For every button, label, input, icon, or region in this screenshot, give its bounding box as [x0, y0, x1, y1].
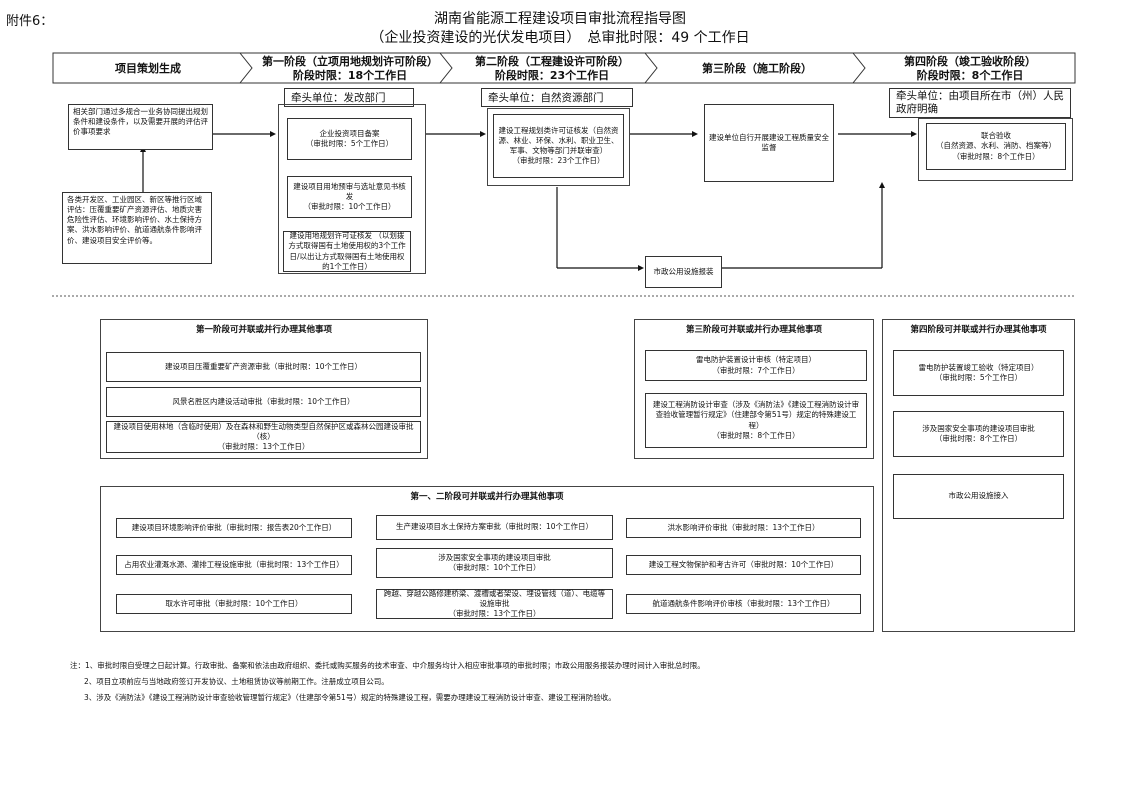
- footnote-1: 注：1、审批时限自受理之日起计算。行政审批、备案和依法由政府组织、委托或购买服务…: [70, 661, 705, 670]
- panel12-item: 洪水影响评价审批（审批时限：13个工作日）: [626, 518, 861, 538]
- stage-label-4: 第四阶段（竣工验收阶段）阶段时限：8个工作日: [904, 55, 1036, 83]
- panel12-item: 取水许可审批（审批时限：10个工作日）: [116, 594, 352, 614]
- panel4-item: 涉及国家安全事项的建设项目审批（审批时限：8个工作日）: [893, 411, 1064, 457]
- lead-unit-stage2: 牵头单位：自然资源部门: [481, 88, 633, 107]
- panel1-item: 建设项目使用林地（含临时使用）及在森林和野生动物类型自然保护区或森林公园建设审批…: [106, 421, 421, 453]
- panel1-item: 风景名胜区内建设活动审批（审批时限：10个工作日）: [106, 387, 421, 417]
- panel4-item: 市政公用设施接入: [893, 474, 1064, 519]
- panel12-item: 占用农业灌溉水源、灌排工程设施审批（审批时限：13个工作日）: [116, 555, 352, 575]
- panel12-item: 建设项目环境影响评价审批（审批时限：报告表20个工作日）: [116, 518, 352, 538]
- regional-assessment-box: 各类开发区、工业园区、新区等推行区域评估：压覆重要矿产资源评估、地质灾害危险性评…: [62, 192, 212, 264]
- panel-stage4-title: 第四阶段可并联或并行办理其他事项: [910, 325, 1047, 335]
- attachment-label: 附件6：: [6, 14, 54, 29]
- panel-stage1-title: 第一阶段可并联或并行办理其他事项: [195, 325, 332, 335]
- stage3-quality-supervision: 建设单位自行开展建设工程质量安全监督: [704, 104, 834, 182]
- panel1-item: 建设项目压覆重要矿产资源审批（审批时限：10个工作日）: [106, 352, 421, 382]
- stage4-container: [918, 118, 1073, 181]
- panel12-item: 航道通航条件影响评价审核（审批时限：13个工作日）: [626, 594, 861, 614]
- stage-label-planning: 项目策划生成: [115, 62, 181, 75]
- panel-stage12-parallel: 第一、二阶段可并联或并行办理其他事项: [100, 486, 874, 632]
- lead-unit-stage4: 牵头单位：由项目所在市（州）人民政府明确: [889, 88, 1071, 119]
- stage1-land-planning-permit: 建设用地规划许可证核发 （以划拨方式取得国有土地使用权的3个工作日/以出让方式取…: [283, 231, 411, 272]
- stage2-container: [487, 108, 630, 186]
- panel4-item: 雷电防护装置竣工验收（特定项目）（审批时限：5个工作日）: [893, 350, 1064, 396]
- stage4-joint-acceptance: 联合验收（自然资源、水利、消防、档案等）（审批时限：8个工作日）: [926, 123, 1066, 170]
- stage-label-3: 第三阶段（施工阶段）: [702, 62, 812, 75]
- page-title: 湖南省能源工程建设项目审批流程指导图: [434, 11, 686, 27]
- stage-label-2: 第二阶段（工程建设许可阶段）阶段时限：23个工作日: [475, 55, 629, 83]
- stage1-land-pre-review: 建设项目用地预审与选址意见书核发（审批时限：10个工作日）: [287, 176, 412, 218]
- footnote-3: 3、涉及《消防法》《建设工程消防设计审查验收管理暂行规定》（住建部令第51号）规…: [84, 693, 616, 702]
- municipal-facility-report: 市政公用设施报装: [645, 256, 722, 288]
- panel-stage4-parallel: 第四阶段可并联或并行办理其他事项: [882, 319, 1075, 632]
- panel3-item: 建设工程消防设计审查（涉及《消防法》《建设工程消防设计审查验收管理暂行规定》（住…: [645, 393, 867, 448]
- panel-stage3-parallel: 第三阶段可并联或并行办理其他事项: [634, 319, 874, 459]
- stage1-project-filing: 企业投资项目备案（审批时限：5个工作日）: [287, 118, 412, 160]
- panel3-item: 雷电防护装置设计审核（特定项目）（审批时限：7个工作日）: [645, 350, 867, 381]
- stage-label-1: 第一阶段（立项用地规划许可阶段）阶段时限：18个工作日: [262, 55, 438, 83]
- stage-arrows: [52, 52, 1076, 297]
- page-subtitle: （企业投资建设的光伏发电项目） 总审批时限：49 个工作日: [370, 30, 750, 46]
- footnote-2: 2、项目立项前应与当地政府签订开发协议、土地租赁协议等前期工作。注册成立项目公司…: [84, 677, 389, 686]
- panel-stage1-parallel: 第一阶段可并联或并行办理其他事项: [100, 319, 428, 459]
- panel-stage12-title: 第一、二阶段可并联或并行办理其他事项: [410, 492, 564, 502]
- panel12-item: 建设工程文物保护和考古许可（审批时限：10个工作日）: [626, 555, 861, 575]
- stage1-container: [278, 104, 426, 274]
- planning-requirements-box: 相关部门通过多规合一业务协同提出规划条件和建设条件，以及需要开展的评估评价事项要…: [68, 104, 213, 150]
- panel-stage3-title: 第三阶段可并联或并行办理其他事项: [685, 325, 822, 335]
- stage2-planning-permit: 建设工程规划类许可证核发（自然资源、林业、环保、水利、职业卫生、军事、文物等部门…: [493, 114, 624, 178]
- stage-arrow-4: [851, 52, 1076, 84]
- panel12-item: 涉及国家安全事项的建设项目审批（审批时限：10个工作日）: [376, 548, 613, 578]
- panel12-item: 跨越、穿越公路修建桥梁、渡槽或者架设、埋设管线（道）、电缆等设施审批（审批时限：…: [376, 589, 613, 619]
- panel12-item: 生产建设项目水土保持方案审批（审批时限：10个工作日）: [376, 515, 613, 540]
- lead-unit-stage1: 牵头单位：发改部门: [284, 88, 414, 107]
